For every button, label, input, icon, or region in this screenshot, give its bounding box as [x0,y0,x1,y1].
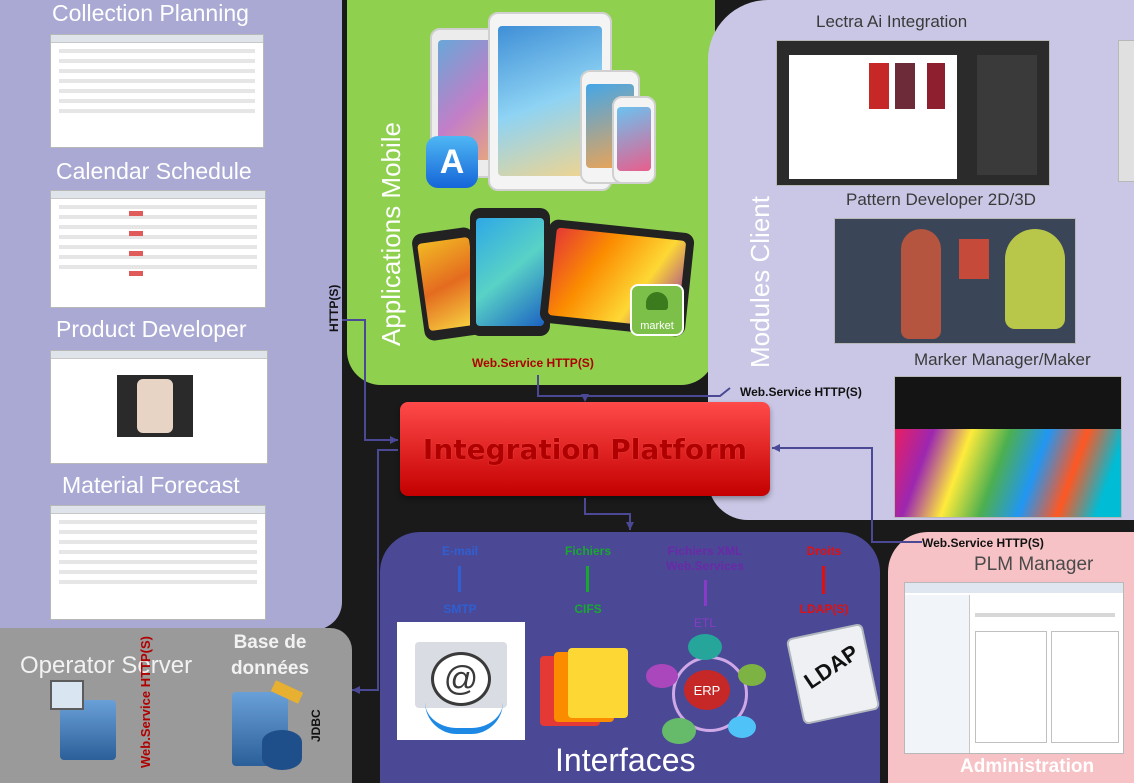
database-icon [232,680,304,772]
administration-label: Administration [960,756,1095,777]
app-store-icon: A [426,136,478,188]
lectra-screenshot [776,40,1050,186]
material-forecast-screenshot [50,505,266,620]
xml-arrow [704,580,707,606]
material-forecast-label: Material Forecast [62,472,240,498]
pattern-developer-label: Pattern Developer 2D/3D [846,190,1036,209]
droits-label: Droits [806,544,842,558]
android-market-icon: market [630,284,684,336]
collection-planning-label: Collection Planning [52,0,249,26]
iphone-small-device [612,96,656,184]
fichiers-label: Fichiers [564,544,612,558]
marker-manager-screenshot [894,376,1122,518]
erp-diagram: ERP [644,632,774,748]
mobile-webservice-label: Web.Service HTTP(S) [472,356,594,370]
ldap-book-text: LDAP [799,639,864,694]
marker-manager-label: Marker Manager/Maker [914,350,1091,369]
smtp-label: SMTP [443,602,477,616]
android-tablet-device [470,208,550,336]
plm-manager-title: PLM Manager [974,554,1094,575]
integration-platform-box: Integration Platform [400,402,770,496]
plm-webservice-label: Web.Service HTTP(S) [922,536,1044,550]
email-label: E-mail [441,544,478,558]
lectra-label: Lectra Ai Integration [816,12,968,31]
cifs-label: CIFS [574,602,602,616]
etl-label: ETL [693,616,716,630]
database-label: Base de données [230,632,310,679]
product-developer-screenshot [50,350,268,464]
droits-arrow [822,566,825,594]
calendar-schedule-screenshot [50,190,266,308]
lectra-side-screenshot [1118,40,1134,182]
product-developer-label: Product Developer [56,316,247,342]
folders-image [540,646,630,728]
calendar-schedule-label: Calendar Schedule [56,158,252,184]
operator-server-label: Operator Server [20,652,193,679]
pattern-developer-screenshot [834,218,1076,344]
integration-platform-title: Integration Platform [422,432,748,466]
collection-planning-screenshot [50,34,264,148]
interfaces-title: Interfaces [555,742,696,778]
server-icon [50,680,126,766]
ldap-label: LDAP(S) [799,602,849,616]
email-image: @ [397,622,525,740]
email-arrow [458,566,461,592]
erp-label: ERP [684,670,730,710]
plm-manager-screenshot [904,582,1124,754]
fichiers-arrow [586,566,589,592]
xml-webservices-label: Fichiers XML Web.Services [666,544,744,573]
client-webservice-label: Web.Service HTTP(S) [740,385,862,399]
